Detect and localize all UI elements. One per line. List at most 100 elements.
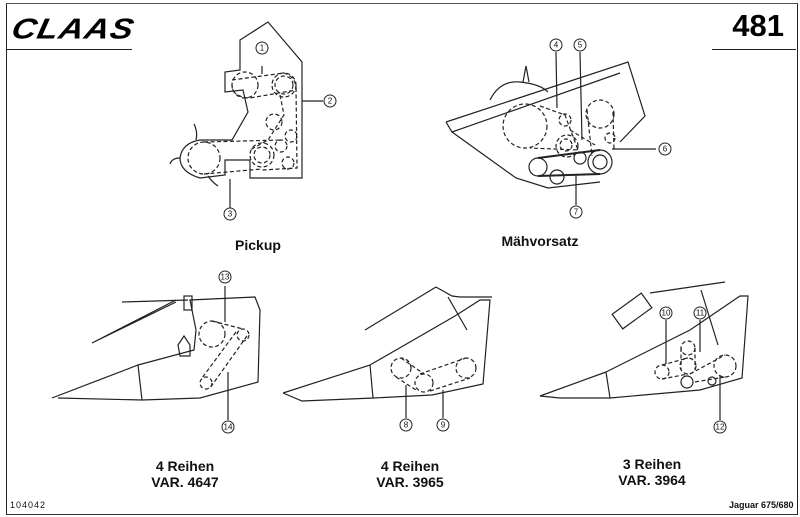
header-divider-tip [522, 65, 530, 83]
belt-2 [261, 87, 298, 171]
svg-text:14: 14 [224, 423, 233, 432]
callout-6: 6 [658, 142, 672, 156]
rod [121, 299, 189, 303]
pulley [587, 149, 613, 175]
feed-rail [91, 299, 177, 344]
svg-text:8: 8 [404, 421, 409, 430]
caption-line-variant: VAR. 3965 [376, 474, 444, 490]
svg-text:1: 1 [260, 44, 265, 53]
header-body [282, 299, 491, 402]
4reihen-3965-diagram [282, 286, 492, 418]
page-number: 481 [732, 8, 784, 43]
pulley [713, 354, 737, 378]
side-bar [700, 289, 719, 346]
pulley [281, 156, 295, 170]
callout-5: 5 [573, 38, 587, 52]
top-plate [435, 286, 492, 298]
pulley [654, 364, 670, 380]
belt-13 [201, 320, 248, 389]
caption-3reihen-3964: 3 Reihen VAR. 3964 [592, 456, 712, 488]
svg-text:10: 10 [662, 309, 671, 318]
caption-line-variant: VAR. 4647 [151, 474, 219, 490]
belt-4 [529, 105, 579, 151]
leader-line [555, 51, 558, 109]
header-reel-cover [489, 81, 549, 101]
pickup-tine [193, 123, 198, 141]
pulley [271, 72, 297, 98]
pulley [559, 138, 573, 152]
callout-3: 3 [223, 207, 237, 221]
belt-8 [395, 357, 425, 391]
pulley [253, 146, 271, 164]
belt-1 [231, 72, 297, 99]
callout-13: 13 [218, 270, 232, 284]
belt-2 [249, 94, 285, 151]
pulley [187, 141, 221, 175]
caption-maehvorsatz: Mähvorsatz [501, 233, 579, 249]
pulley [502, 103, 548, 149]
svg-text:3: 3 [228, 210, 233, 219]
pulley [274, 139, 288, 153]
caption-4reihen-4647: 4 Reihen VAR. 4647 [125, 458, 245, 490]
gather-point [177, 334, 191, 357]
logo-divider [6, 49, 132, 50]
pulley [231, 71, 259, 99]
caption-pickup: Pickup [235, 237, 281, 253]
belt-3 [203, 139, 283, 175]
pulley [198, 320, 226, 348]
feed-rail [364, 286, 437, 331]
callout-12: 12 [713, 420, 727, 434]
side-bar [447, 296, 468, 331]
caption-line-variant: VAR. 3964 [618, 472, 686, 488]
page-frame [6, 3, 798, 515]
page-number-divider [712, 49, 796, 50]
pulley [604, 132, 616, 144]
pickup-tine [207, 175, 219, 187]
belt-10 [661, 357, 689, 380]
svg-text:13: 13 [221, 273, 230, 282]
top-rail [649, 281, 726, 294]
callout-10: 10 [659, 306, 673, 320]
caption-line-rows: 4 Reihen [155, 458, 215, 474]
document-code: 104042 [10, 500, 47, 510]
svg-text:4: 4 [554, 41, 559, 50]
svg-text:5: 5 [578, 41, 583, 50]
maehvorsatz-diagram [445, 51, 656, 205]
leader-line [579, 51, 583, 141]
pulley [236, 328, 250, 342]
pulley [558, 113, 572, 127]
svg-text:2: 2 [328, 97, 333, 106]
header-body [445, 61, 646, 189]
belt-11 [680, 348, 696, 370]
pulley [555, 134, 579, 158]
callout-4: 4 [549, 38, 563, 52]
pulley [680, 340, 696, 356]
4reihen-4647-diagram [51, 286, 261, 420]
callout-9: 9 [436, 418, 450, 432]
pulley [528, 157, 548, 177]
pulley [549, 169, 565, 185]
belt-12 [689, 354, 726, 383]
caption-line-rows: 3 Reihen [622, 456, 682, 472]
svg-text:12: 12 [716, 423, 725, 432]
pulley [680, 375, 694, 389]
caption-4reihen-3965: 4 Reihen VAR. 3965 [350, 458, 470, 490]
pulley [585, 99, 615, 129]
pulley [274, 75, 294, 95]
pulley [679, 357, 697, 375]
callout-8: 8 [399, 418, 413, 432]
belt-6 [586, 109, 615, 157]
pickup-housing [179, 21, 303, 179]
svg-text:6: 6 [663, 145, 668, 154]
callouts: 1 2 3 4 5 6 7 13 14 8 9 10 11 12 [218, 38, 727, 434]
callout-2: 2 [323, 94, 337, 108]
belt-7 [537, 149, 601, 177]
pulley [249, 142, 275, 168]
header-body [539, 295, 749, 399]
pulley [592, 154, 608, 170]
caption-line-rows: 4 Reihen [380, 458, 440, 474]
pulley [414, 373, 434, 393]
svg-text:7: 7 [574, 208, 579, 217]
bracket [183, 295, 193, 311]
